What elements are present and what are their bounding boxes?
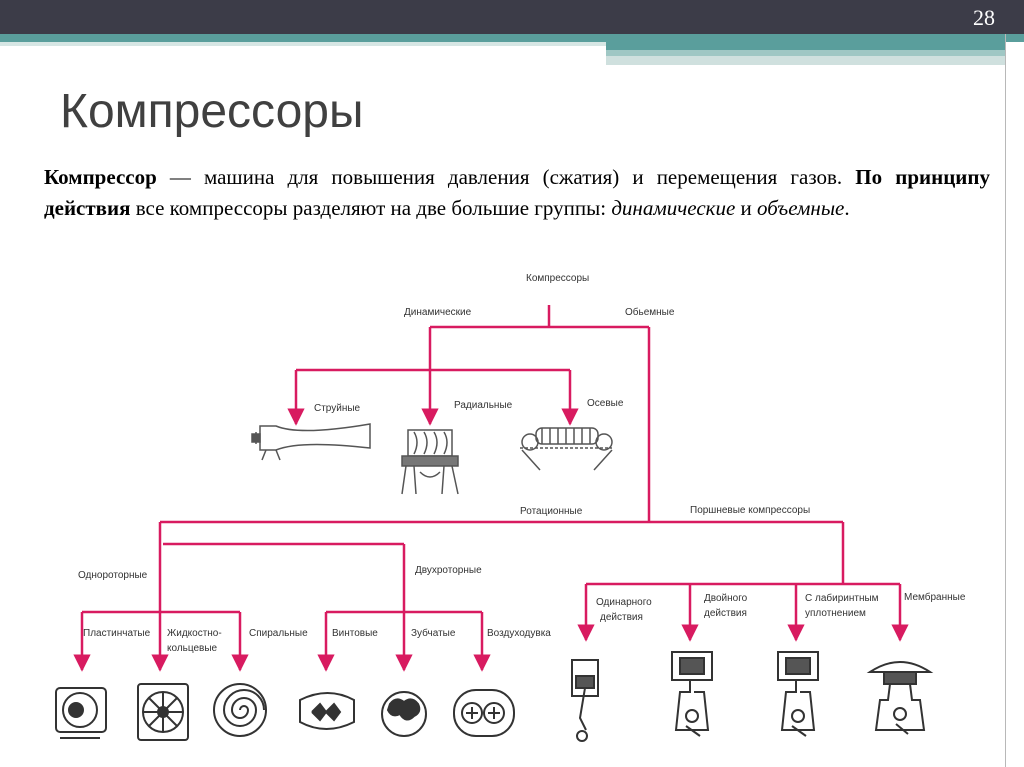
page-number: 28 bbox=[973, 5, 995, 30]
label-rotary: Ротационные bbox=[520, 506, 583, 517]
jet-compressor-illustration bbox=[251, 423, 371, 461]
liquid-ring-compressor-illustration bbox=[137, 683, 189, 741]
header-light-stripe bbox=[0, 42, 606, 46]
definition-dynamic: динамические bbox=[611, 196, 736, 220]
right-border-line bbox=[1005, 34, 1006, 767]
header-teal-block bbox=[606, 42, 1006, 50]
blower-compressor-illustration bbox=[453, 689, 515, 737]
connector-lines bbox=[73, 305, 909, 672]
label-scroll: Спиральные bbox=[249, 628, 308, 639]
slide-title: Компрессоры bbox=[60, 85, 364, 138]
header-dark-bar bbox=[0, 0, 1024, 34]
label-labyrinth-1: С лабиринтным bbox=[805, 592, 879, 604]
definition-term: Компрессор bbox=[44, 165, 157, 189]
membrane-compressor-illustration bbox=[866, 661, 934, 735]
definition-and: и bbox=[735, 196, 758, 220]
label-root: Компрессоры bbox=[526, 273, 589, 284]
label-double-acting-1: Двойного bbox=[704, 593, 748, 604]
label-membrane: Мембранные bbox=[904, 591, 966, 603]
label-single-acting-1: Одинарного bbox=[596, 597, 652, 608]
label-jet: Струйные bbox=[314, 403, 361, 414]
label-axial: Осевые bbox=[587, 398, 624, 409]
label-gear: Зубчатые bbox=[411, 627, 456, 639]
gear-compressor-illustration bbox=[381, 691, 427, 737]
label-dynamic: Динамические bbox=[404, 307, 472, 318]
label-radial: Радиальные bbox=[454, 400, 513, 411]
labyrinth-piston-illustration bbox=[777, 651, 819, 737]
label-vane: Пластинчатые bbox=[83, 628, 151, 639]
scroll-compressor-illustration bbox=[213, 683, 267, 737]
label-single-acting-2: действия bbox=[600, 612, 643, 623]
vane-compressor-illustration bbox=[55, 687, 107, 739]
radial-compressor-illustration bbox=[401, 429, 459, 495]
definition-principle: По принципу действия bbox=[44, 165, 990, 220]
axial-compressor-illustration bbox=[520, 427, 613, 471]
definition-text-2: все компрессоры разделяют на две большие… bbox=[130, 196, 612, 220]
header-mid-stripe bbox=[606, 50, 1006, 56]
double-acting-piston-illustration bbox=[671, 651, 713, 737]
label-labyrinth-2: уплотнением bbox=[805, 608, 866, 619]
definition-volumetric: объемные bbox=[757, 196, 845, 220]
definition-paragraph: Компрессор — машина для повышения давлен… bbox=[44, 162, 990, 224]
label-liquid-ring-2: кольцевые bbox=[167, 643, 218, 654]
definition-text-1: машина для повышения давления (сжатия) и… bbox=[203, 165, 856, 189]
label-double-rotor: Двухроторные bbox=[415, 565, 482, 576]
label-double-acting-2: действия bbox=[704, 608, 747, 619]
label-volumetric: Обьемные bbox=[625, 306, 675, 318]
label-blower: Воздуходувка bbox=[487, 628, 551, 639]
definition-end: . bbox=[844, 196, 850, 220]
definition-dash: — bbox=[156, 165, 204, 189]
label-liquid-ring-1: Жидкостно- bbox=[167, 628, 222, 639]
header-teal-stripe bbox=[0, 34, 1024, 42]
header-pale-stripe bbox=[606, 56, 1006, 65]
screw-compressor-illustration bbox=[299, 692, 355, 730]
label-single-rotor: Однороторные bbox=[78, 570, 148, 581]
label-piston: Поршневые компрессоры bbox=[690, 505, 810, 516]
single-acting-piston-illustration bbox=[571, 659, 599, 742]
label-screw: Винтовые bbox=[332, 628, 378, 639]
